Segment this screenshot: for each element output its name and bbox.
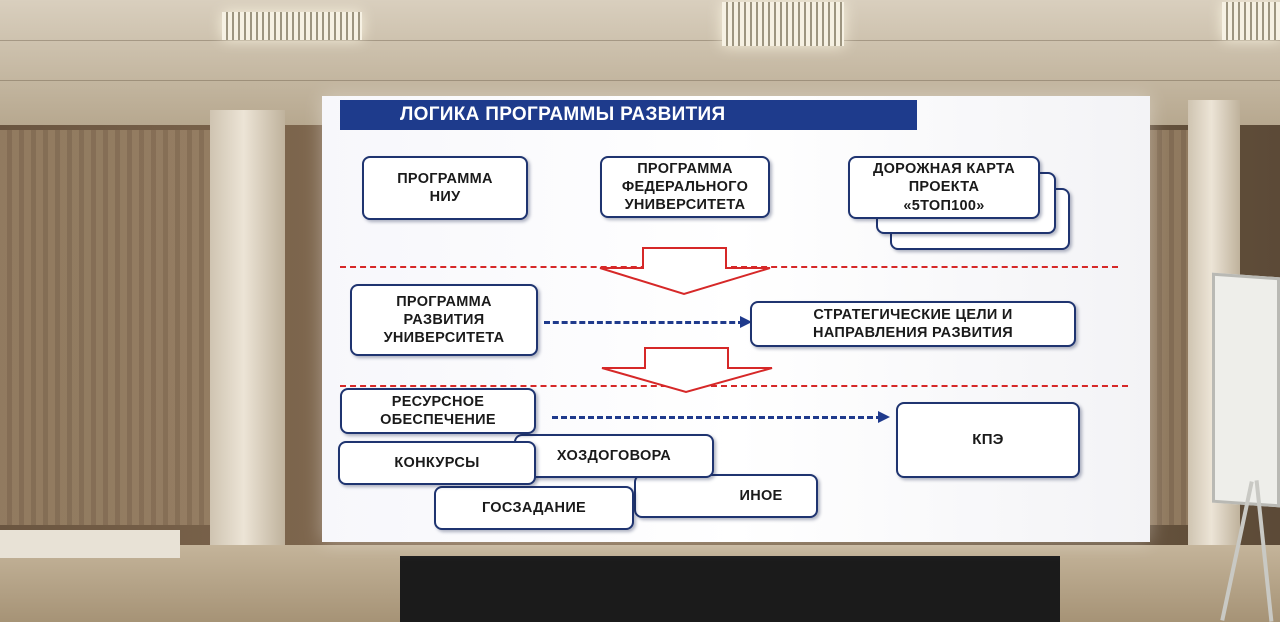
- screen-stand: [400, 556, 1060, 622]
- presentation-screen: ЛОГИКА ПРОГРАММЫ РАЗВИТИЯ ПРОГРАММА НИУ …: [322, 96, 1150, 542]
- blue-dashed-arrow: [552, 416, 882, 419]
- ceiling-light: [722, 2, 844, 46]
- box-kpe: КПЭ: [896, 402, 1080, 478]
- blue-dashed-arrow: [544, 321, 744, 324]
- box-federal-university: ПРОГРАММА ФЕДЕРАЛЬНОГО УНИВЕРСИТЕТА: [600, 156, 770, 218]
- slide-title: ЛОГИКА ПРОГРАММЫ РАЗВИТИЯ: [340, 100, 917, 130]
- whiteboard: [1212, 272, 1280, 508]
- ceiling-light: [222, 12, 362, 40]
- box-strategic-goals: СТРАТЕГИЧЕСКИЕ ЦЕЛИ И НАПРАВЛЕНИЯ РАЗВИТ…: [750, 301, 1076, 347]
- arrowhead-icon: [740, 316, 752, 328]
- red-down-arrow-icon: [601, 347, 773, 394]
- ceiling-grid-line: [0, 80, 1280, 81]
- box-development-program: ПРОГРАММА РАЗВИТИЯ УНИВЕРСИТЕТА: [350, 284, 538, 356]
- box-other: ИНОЕ: [634, 474, 818, 518]
- red-down-arrow-icon: [599, 247, 771, 296]
- arrowhead-icon: [878, 411, 890, 423]
- window-blinds: [0, 130, 210, 525]
- box-state-task: ГОСЗАДАНИЕ: [434, 486, 634, 530]
- red-separator: [340, 385, 1128, 387]
- ceiling-grid-line: [0, 40, 1280, 41]
- box-contracts: ХОЗДОГОВОРА: [514, 434, 714, 478]
- box-program-niu: ПРОГРАММА НИУ: [362, 156, 528, 220]
- column: [210, 110, 285, 585]
- radiator: [0, 530, 180, 558]
- box-roadmap-5top100: ДОРОЖНАЯ КАРТА ПРОЕКТА «5ТОП100»: [848, 156, 1040, 219]
- box-competitions: КОНКУРСЫ: [338, 441, 536, 485]
- ceiling-light: [1222, 2, 1280, 40]
- box-resources: РЕСУРСНОЕ ОБЕСПЕЧЕНИЕ: [340, 388, 536, 434]
